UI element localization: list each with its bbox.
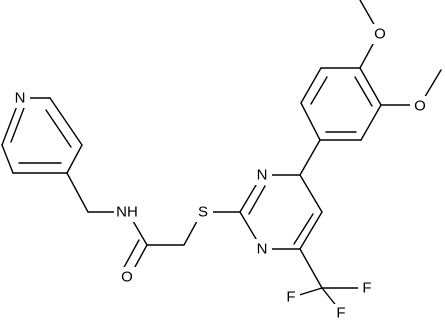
atom-label: N bbox=[257, 167, 268, 184]
atom-label: O bbox=[121, 269, 133, 286]
bond bbox=[248, 185, 266, 215]
bond bbox=[300, 102, 321, 141]
bond bbox=[132, 220, 148, 246]
atom-label: F bbox=[362, 280, 371, 297]
bond bbox=[310, 76, 328, 105]
bond bbox=[299, 248, 323, 289]
bond bbox=[45, 109, 72, 148]
bond bbox=[299, 174, 323, 213]
bond bbox=[299, 139, 321, 176]
bond bbox=[10, 107, 25, 143]
atom-label: S bbox=[198, 204, 208, 221]
atom-carbonyl-o: O bbox=[117, 267, 137, 287]
bond bbox=[121, 239, 140, 272]
atom-label: F bbox=[336, 305, 345, 322]
bond bbox=[1, 144, 14, 174]
atom-methoxy-o-right: O bbox=[410, 96, 430, 116]
atom-pyridine-n: N bbox=[10, 88, 30, 108]
atom-label: O bbox=[374, 26, 386, 43]
bond bbox=[360, 104, 382, 141]
atom-amide-nh: NH bbox=[114, 202, 141, 222]
atom-fluorine-bottom: F bbox=[332, 304, 350, 323]
bond bbox=[66, 172, 89, 213]
atom-thioether-s: S bbox=[193, 202, 213, 222]
atom-label: N bbox=[257, 241, 268, 258]
atom-fluorine-left: F bbox=[282, 287, 300, 307]
atom-layer: N NH O S N N O O bbox=[10, 24, 430, 323]
bond bbox=[49, 97, 83, 146]
bond bbox=[300, 67, 322, 104]
bond bbox=[299, 211, 323, 250]
bond bbox=[66, 144, 83, 174]
atom-label: O bbox=[414, 98, 426, 115]
bond bbox=[354, 76, 373, 107]
atom-fluorine-right: F bbox=[358, 278, 376, 298]
atom-pyrimidine-n-bottom: N bbox=[252, 239, 272, 259]
bond bbox=[293, 213, 314, 245]
bond-layer bbox=[1, 0, 442, 314]
bond bbox=[295, 287, 323, 297]
atom-label: N bbox=[15, 90, 26, 107]
atom-methoxy-o-top: O bbox=[370, 24, 390, 44]
atom-pyrimidine-n-top: N bbox=[252, 165, 272, 185]
bond bbox=[359, 67, 382, 106]
atom-label: F bbox=[286, 289, 295, 306]
atom-label: NH bbox=[116, 204, 138, 221]
